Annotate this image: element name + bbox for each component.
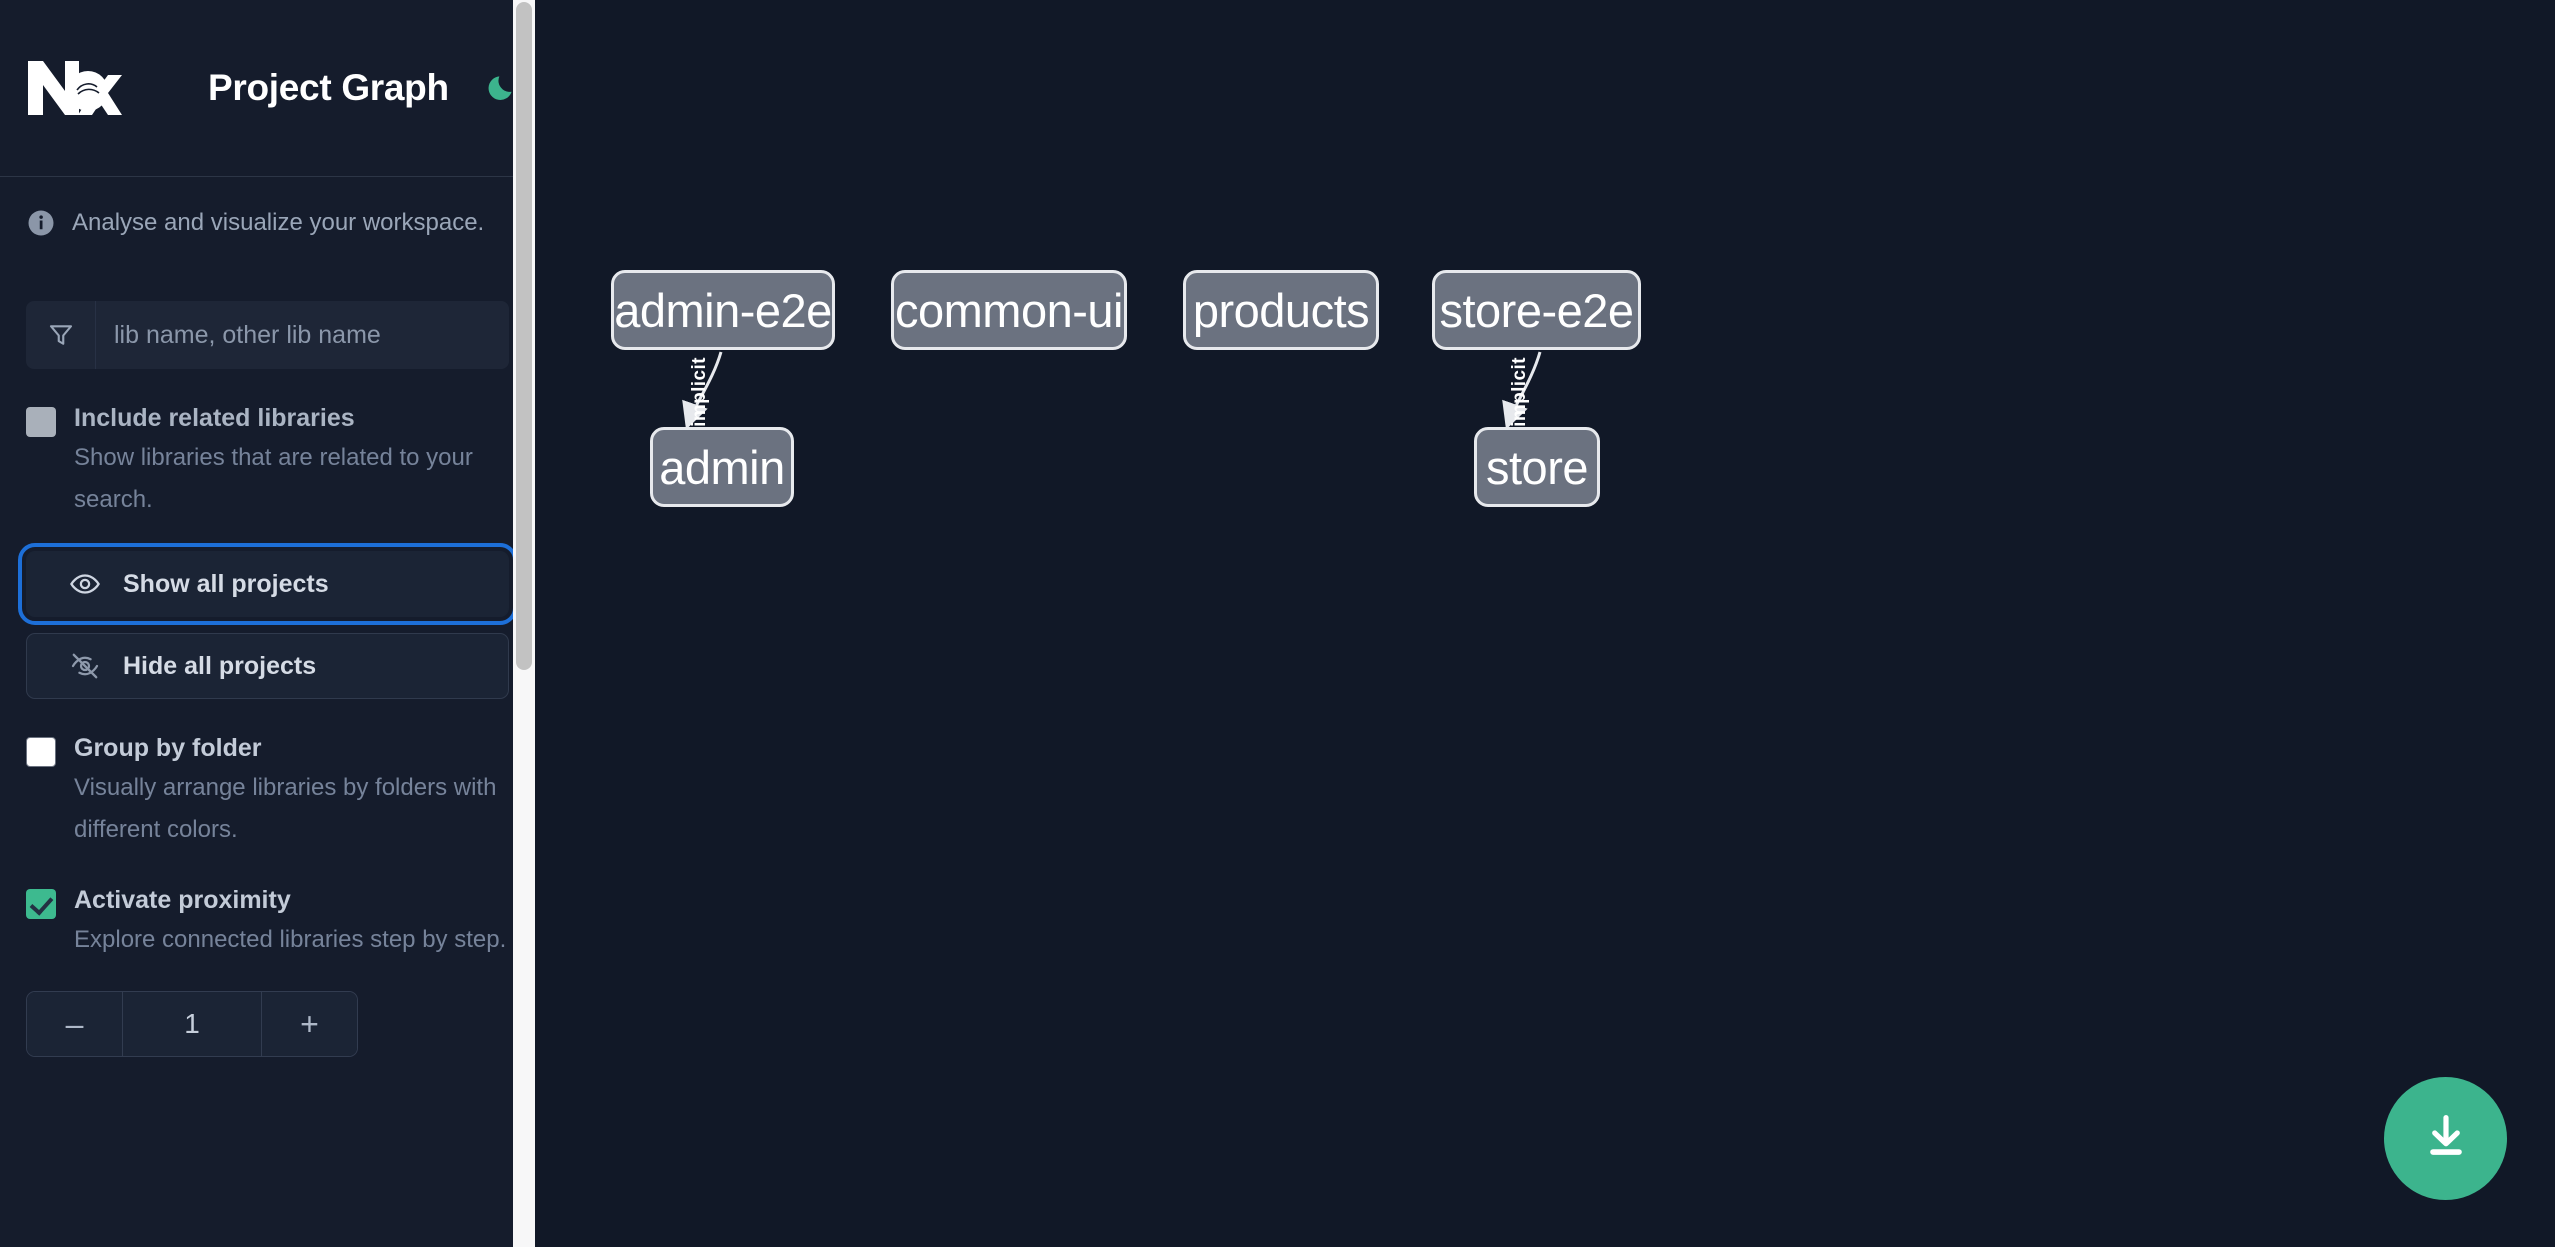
show-all-projects-label: Show all projects [123,569,329,598]
header-divider [0,176,553,177]
sidebar-scrollbar-thumb[interactable] [516,2,532,670]
download-graph-button[interactable] [2384,1077,2507,1200]
search-input[interactable] [96,301,509,369]
sidebar-edge-gap [535,0,553,1247]
moon-icon[interactable] [481,66,525,110]
hide-all-projects-label: Hide all projects [123,651,317,680]
graph-node-common-ui[interactable]: common-ui [891,270,1127,350]
page-title: Project Graph [208,67,449,108]
graph-node-admin-e2e[interactable]: admin-e2e [611,270,835,350]
graph-node-admin[interactable]: admin [650,427,794,507]
option-activate-proximity[interactable]: Activate proximity Explore connected lib… [0,885,535,961]
eye-off-icon [69,650,101,682]
graph-node-store[interactable]: store [1474,427,1600,507]
workspace-info-text: Analyse and visualize your workspace. [72,209,485,236]
edge-label-admin-implicit: implicit [689,357,710,427]
graph-node-products[interactable]: products [1183,270,1379,350]
proximity-value: 1 [123,992,261,1056]
activate-proximity-label: Activate proximity [74,886,291,914]
graph-edges [682,351,1542,430]
activate-proximity-description: Explore connected libraries step by step… [74,926,507,953]
workspace-info: Analyse and visualize your workspace. [0,177,535,269]
proximity-increment-button[interactable]: + [261,992,357,1056]
nx-logo [26,57,124,119]
graph-node-store-e2e[interactable]: store-e2e [1432,270,1641,350]
activate-proximity-checkbox[interactable] [26,889,56,919]
eye-icon [69,568,101,600]
proximity-stepper[interactable]: – 1 + [26,991,358,1057]
download-icon [2420,1110,2472,1167]
include-related-libraries-checkbox[interactable] [26,407,56,437]
include-related-libraries-label: Include related libraries [74,404,355,432]
sidebar: Project Graph Analyse and visu [0,0,553,1247]
funnel-icon [26,301,96,369]
group-by-folder-label: Group by folder [74,734,262,762]
graph-canvas[interactable]: implicit implicit admin-e2e common-ui pr… [553,0,2555,1247]
option-include-related-libraries[interactable]: Include related libraries Show libraries… [0,403,535,521]
filter-field[interactable] [26,301,509,369]
option-group-by-folder[interactable]: Group by folder Visually arrange librari… [0,733,535,851]
sidebar-scrollbar-track[interactable] [513,0,535,1247]
sidebar-header: Project Graph [0,0,535,176]
hide-all-projects-button[interactable]: Hide all projects [26,633,509,699]
group-by-folder-checkbox[interactable] [26,737,56,767]
proximity-decrement-button[interactable]: – [27,992,123,1056]
sidebar-content: Project Graph Analyse and visu [0,0,553,1057]
info-icon [26,208,56,238]
edge-label-store-implicit: implicit [1509,357,1530,427]
include-related-libraries-description: Show libraries that are related to your … [74,444,473,513]
show-all-projects-button[interactable]: Show all projects [18,543,517,625]
group-by-folder-description: Visually arrange libraries by folders wi… [74,774,497,843]
